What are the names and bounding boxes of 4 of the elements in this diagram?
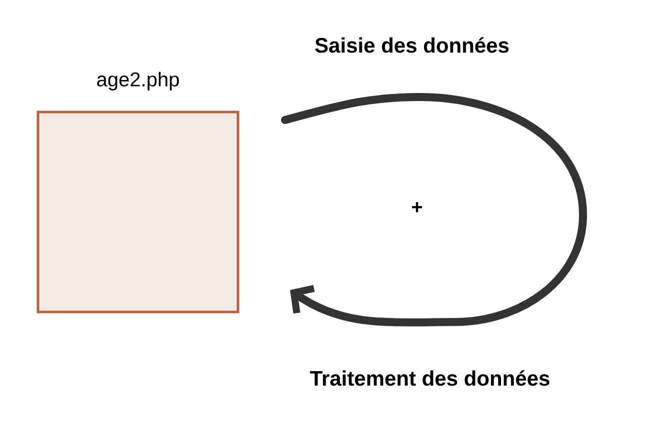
caption-text: Traitement des données [310, 370, 550, 386]
file-name: age2.php [97, 72, 179, 90]
caption-text: Saisie des données [315, 37, 509, 53]
plus-sign: + [412, 202, 422, 212]
